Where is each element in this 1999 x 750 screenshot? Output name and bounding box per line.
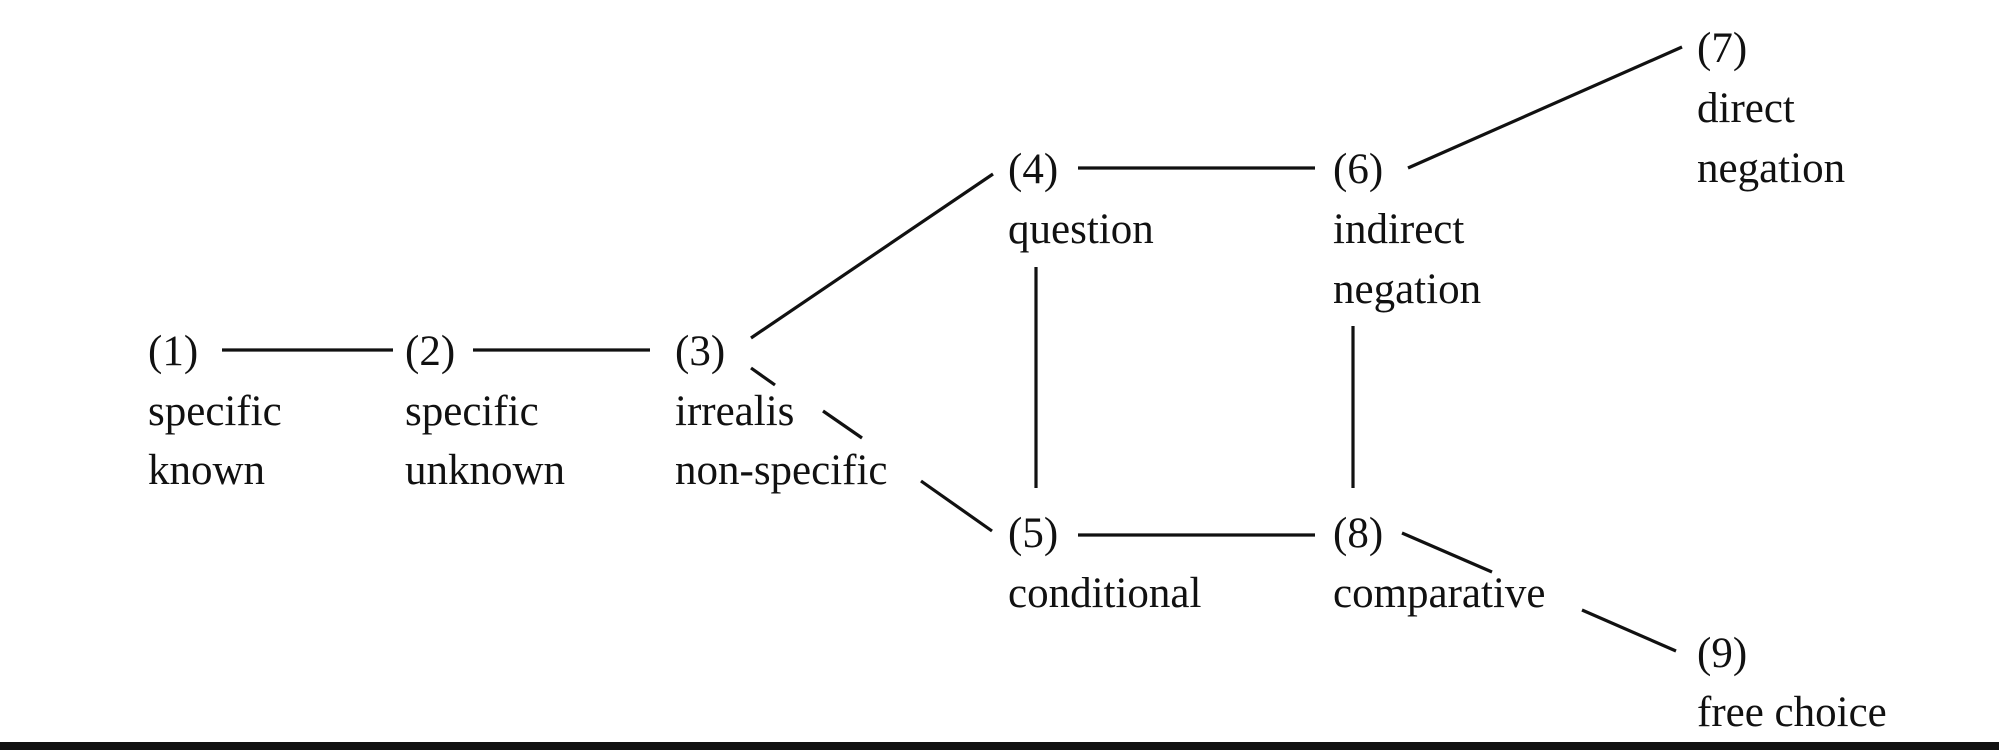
node-5-label-line-1: conditional: [1008, 570, 1202, 617]
node-4-label-line-1: question: [1008, 206, 1154, 253]
edge-8-9-upper: [1401, 531, 1493, 574]
node-4-number: (4): [1008, 146, 1058, 193]
node-3-number: (3): [675, 328, 725, 375]
edge-8-9-lower: [1581, 608, 1677, 653]
node-6-label-line-1: indirect: [1333, 206, 1464, 253]
edge-3-4: [750, 172, 994, 340]
edge-3-5-upper: [750, 366, 776, 387]
node-8-label-line-1: comparative: [1333, 570, 1546, 617]
node-1-label-line-1: specific: [148, 388, 282, 435]
node-1-number: (1): [148, 328, 198, 375]
node-3: (3) irrealis non-specific: [675, 328, 888, 494]
node-3-label-line-2: non-specific: [675, 447, 888, 494]
node-9: (9) free choice: [1697, 630, 1887, 736]
edge-3-5-lower: [920, 479, 993, 533]
node-8-number: (8): [1333, 510, 1383, 557]
node-2: (2) specific unknown: [405, 328, 565, 494]
node-5: (5) conditional: [1008, 510, 1202, 617]
edge-6-7: [1407, 45, 1683, 170]
node-3-label-line-1: irrealis: [675, 388, 794, 435]
node-4: (4) question: [1008, 146, 1154, 253]
node-5-number: (5): [1008, 510, 1058, 557]
node-8: (8) comparative: [1333, 510, 1546, 617]
node-1: (1) specific known: [148, 328, 282, 494]
node-1-label-line-2: known: [148, 447, 265, 494]
node-7-number: (7): [1697, 25, 1747, 72]
node-2-label-line-1: specific: [405, 388, 539, 435]
node-7-label-line-1: direct: [1697, 85, 1795, 132]
edge-3-5-middle: [822, 409, 863, 440]
bottom-rule: [0, 742, 1999, 750]
node-7: (7) direct negation: [1697, 25, 1845, 192]
node-9-number: (9): [1697, 630, 1747, 677]
node-2-label-line-2: unknown: [405, 447, 565, 494]
node-2-number: (2): [405, 328, 455, 375]
node-6-number: (6): [1333, 146, 1383, 193]
edges: [222, 45, 1683, 653]
node-6: (6) indirect negation: [1333, 146, 1481, 313]
node-9-label-line-1: free choice: [1697, 689, 1887, 736]
node-7-label-line-2: negation: [1697, 145, 1845, 192]
node-6-label-line-2: negation: [1333, 266, 1481, 313]
